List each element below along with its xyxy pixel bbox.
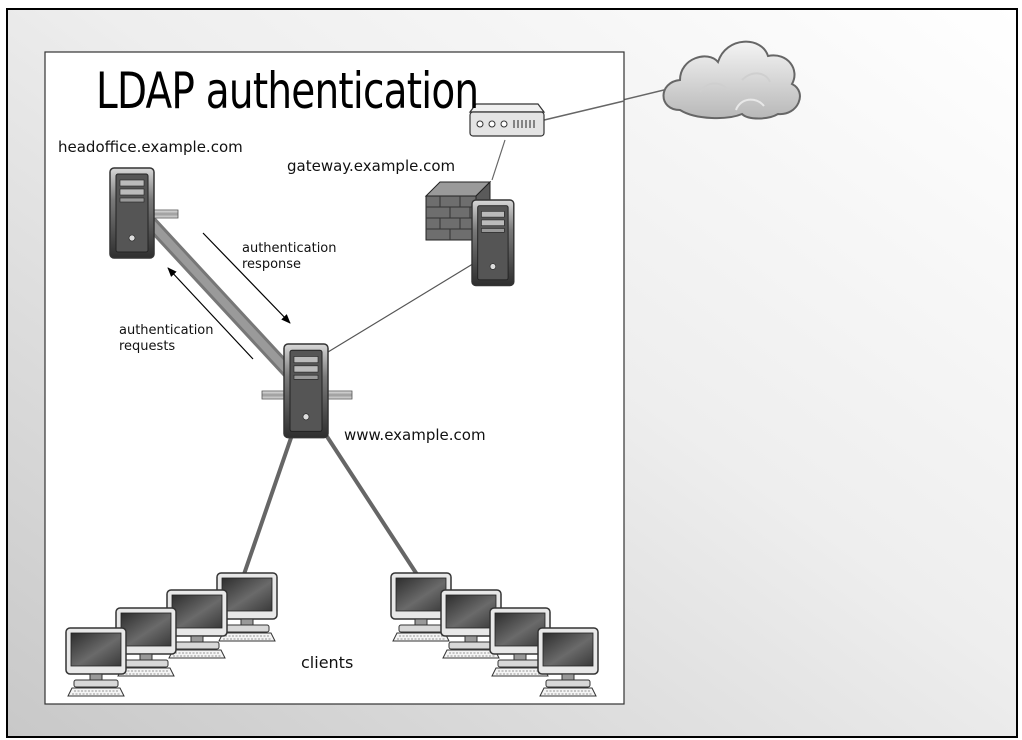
request-arrow	[167, 267, 254, 360]
cloud-icon	[662, 40, 801, 120]
internet-link-inner	[539, 100, 625, 122]
www-label: www.example.com	[344, 426, 486, 444]
response-label-line1: authentication	[242, 241, 337, 256]
requests-label-line1: authentication	[119, 323, 214, 338]
client-computer-icon	[65, 627, 127, 697]
clients-label: clients	[301, 653, 354, 672]
requests-arrow-label: authentication requests	[119, 323, 214, 355]
response-arrow-label: authentication response	[242, 241, 337, 273]
client-link-left	[240, 434, 294, 581]
router-icon	[468, 103, 546, 181]
gateway-link	[327, 261, 477, 353]
gateway-label: gateway.example.com	[287, 157, 456, 175]
diagram-title: LDAP authentication	[96, 62, 479, 120]
headoffice-server-icon	[109, 167, 155, 259]
headoffice-label: headoffice.example.com	[58, 138, 243, 156]
www-server-icon	[283, 343, 329, 439]
diagram-panel	[44, 51, 625, 705]
response-arrow	[202, 232, 291, 324]
gateway-server-icon	[471, 199, 515, 287]
ldap-link-highlight	[146, 218, 302, 386]
client-computer-icon	[537, 627, 599, 697]
requests-label-line2: requests	[119, 339, 176, 354]
response-label-line2: response	[242, 257, 302, 272]
client-link-right	[324, 433, 420, 578]
